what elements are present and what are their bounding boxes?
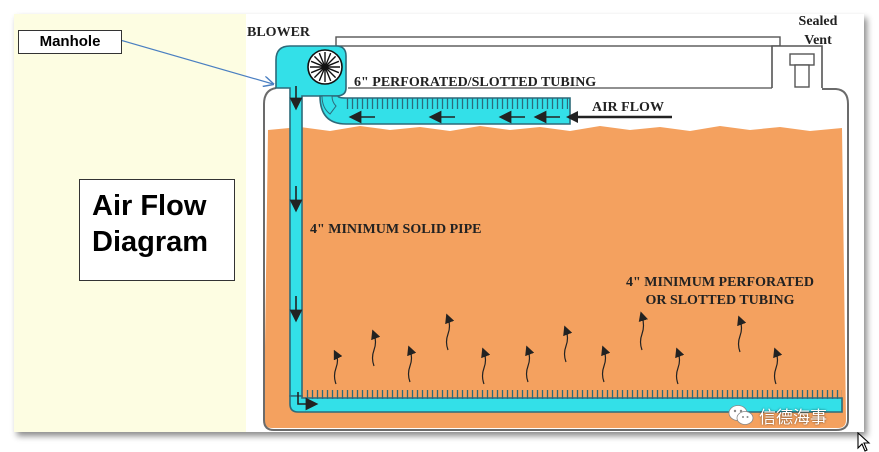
perforated-6in-label: 6" PERFORATED/SLOTTED TUBING: [354, 75, 596, 90]
perforated-4in-label-line1: 4" MINIMUM PERFORATED: [626, 275, 814, 290]
sealed-vent-label-line2: Vent: [804, 33, 832, 48]
diagram-title-line2: Diagram: [92, 226, 209, 258]
sealed-vent-label-line1: Sealed: [799, 14, 838, 29]
bottom-slots: [304, 390, 842, 399]
diagram-title-line1: Air Flow: [92, 190, 207, 222]
fan-icon: [307, 49, 343, 85]
blower-label: BLOWER: [247, 25, 311, 40]
perforated-4in-label-line2: OR SLOTTED TUBING: [645, 293, 794, 308]
watermark-text: 信德海事: [759, 407, 827, 428]
air-flow-label: AIR FLOW: [592, 100, 664, 115]
manhole-callout-arrow: [119, 39, 273, 84]
wechat-icon: [728, 405, 754, 425]
manhole-callout: Manhole: [18, 30, 122, 54]
top-cover-plate: [335, 36, 781, 47]
mouse-cursor-icon: [857, 432, 871, 452]
solid-pipe-label: 4" MINIMUM SOLID PIPE: [310, 222, 482, 237]
intake-slots: [344, 98, 568, 109]
watermark: 信德海事: [728, 402, 827, 428]
tank-outline: [263, 87, 849, 431]
rising-air-arrows: [333, 311, 783, 385]
diagram-title-box: Air Flow Diagram: [79, 179, 235, 281]
